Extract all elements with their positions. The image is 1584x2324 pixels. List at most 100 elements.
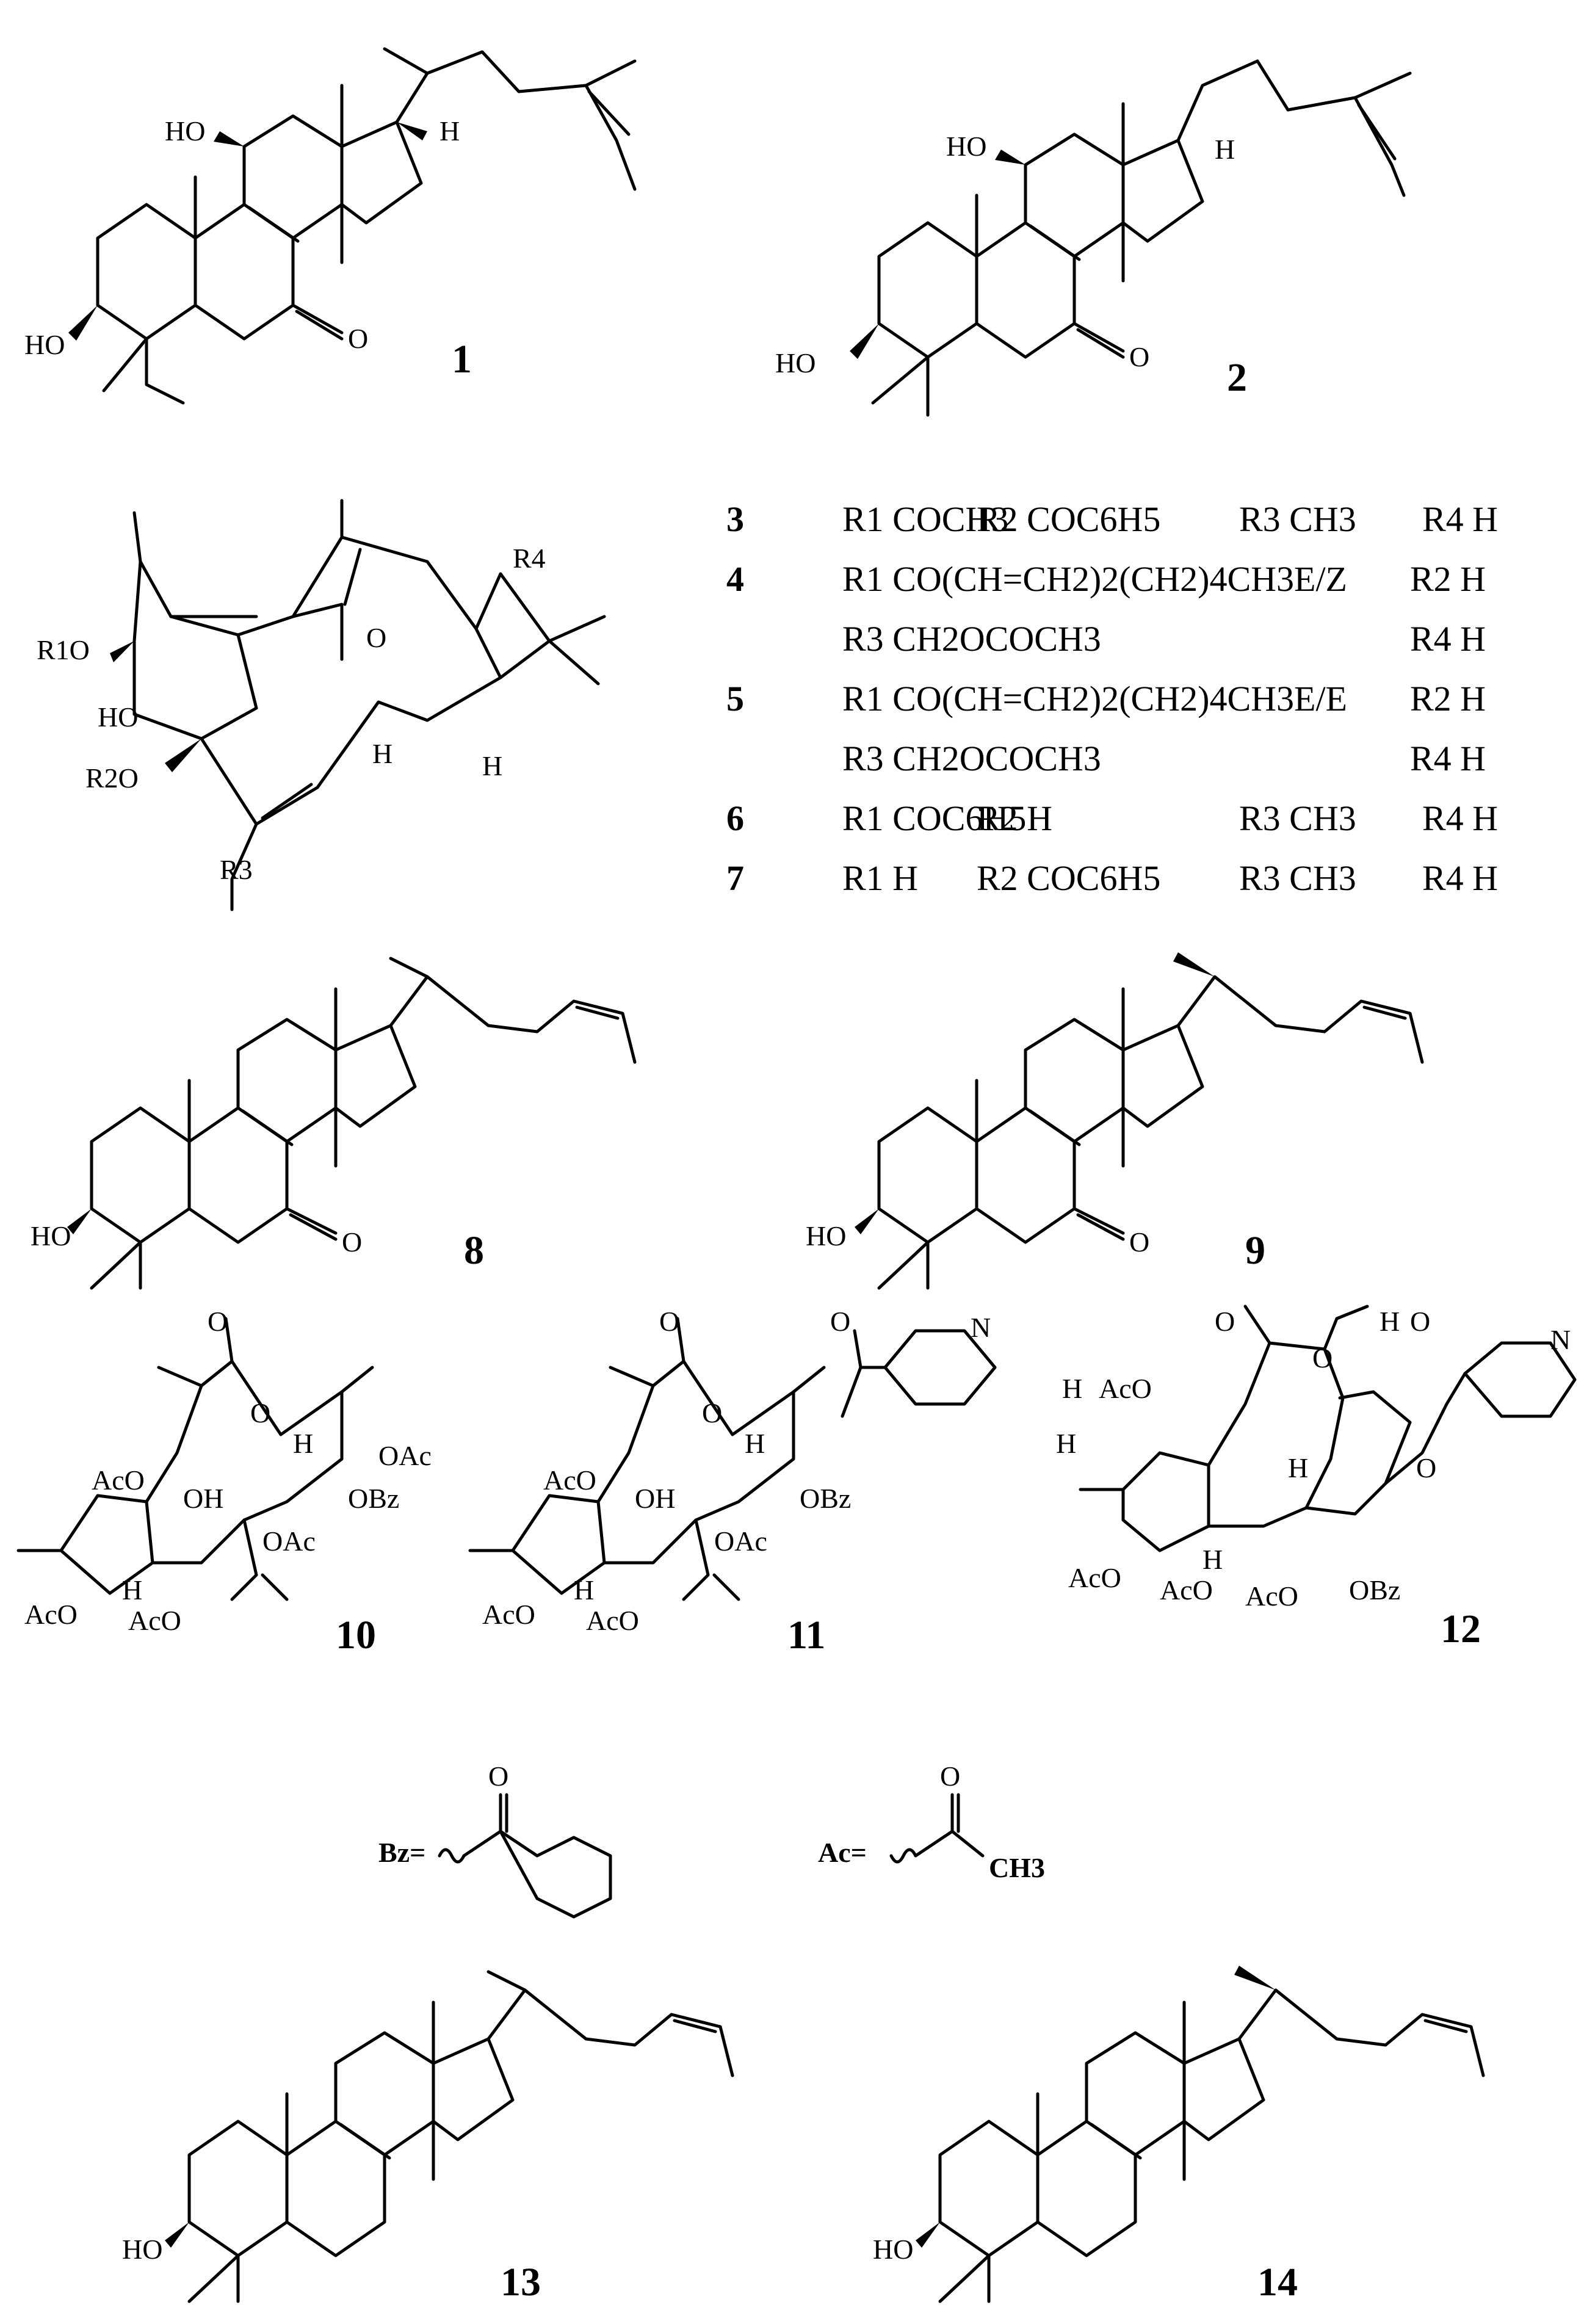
benzoyl-definition: Bz= O [378, 1761, 612, 1919]
bz-label: Bz= [378, 1837, 425, 1868]
compound-13-label: 13 [501, 2260, 541, 2304]
c10-aco-3: AcO [128, 1605, 181, 1636]
c2-ho-11: HO [946, 131, 986, 162]
c14-ho: HO [873, 2234, 913, 2265]
ac-ch3: CH3 [989, 1852, 1045, 1883]
acetyl-definition: Ac= O CH3 [818, 1761, 1045, 1883]
table-cell: R3 CH2OCOCH3 [842, 739, 1101, 778]
c2-ketone-o: O [1129, 341, 1149, 372]
core-h-8: H [372, 738, 392, 769]
c12-obz: OBz [1349, 1574, 1400, 1605]
compound-14-structure: HO 14 [873, 1966, 1485, 2304]
compound-11-label: 11 [787, 1613, 825, 1657]
table-cell: R1 H [842, 858, 918, 898]
c11-aco-1: AcO [543, 1464, 596, 1496]
c10-aco-2: AcO [24, 1599, 78, 1630]
c9-ho: HO [806, 1220, 846, 1251]
compound-10-label: 10 [336, 1613, 376, 1657]
c12-h-2: H [1056, 1428, 1076, 1459]
table-cell: R3 CH3 [1239, 858, 1356, 898]
core-r1o: R1O [37, 634, 90, 665]
table-cell: R2 H [1410, 679, 1486, 719]
table-cell: R2 COC6H5 [977, 858, 1160, 898]
table-cell: R1 CO(CH=CH2)2(CH2)4CH3E/E [842, 679, 1347, 719]
c2-h-17: H [1215, 134, 1235, 165]
compound-12-label: 12 [1441, 1607, 1481, 1651]
compound-9-structure: HO O 9 [806, 952, 1424, 1290]
compound-8-structure: HO O 8 [31, 957, 637, 1290]
c11-aco-3: AcO [586, 1605, 639, 1636]
core-r4: R4 [513, 543, 546, 574]
core-r3: R3 [220, 854, 253, 885]
compound-2-structure: HO HO O H 2 [775, 59, 1412, 417]
table-cell: R2 H [977, 798, 1052, 838]
c13-ho: HO [122, 2234, 162, 2265]
c10-h: H [293, 1428, 313, 1459]
c11-aco-2: AcO [482, 1599, 535, 1630]
c12-h-1: H [1062, 1373, 1082, 1404]
c11-oac: OAc [714, 1526, 767, 1557]
c2-ho-3: HO [775, 347, 816, 378]
compound-13-structure: HO 13 [122, 1970, 734, 2304]
c11-obz: OBz [800, 1483, 851, 1514]
c11-ring-o: O [702, 1397, 722, 1428]
c9-ketone-o: O [1129, 1226, 1149, 1258]
table-cell: R3 CH2OCOCH3 [842, 619, 1101, 659]
diterpene-core-structure: R1O HO R2O R3 R4 O H H [37, 499, 606, 911]
c12-h-5: H [1202, 1544, 1223, 1575]
table-cell: R4 H [1422, 499, 1498, 539]
c10-h-2: H [122, 1574, 142, 1605]
table-cell: R4 H [1410, 739, 1486, 778]
c1-h-17: H [439, 115, 460, 147]
c12-o-ester-link: O [1416, 1452, 1436, 1483]
c12-pyridine-n: N [1550, 1324, 1571, 1355]
c10-obz: OBz [348, 1483, 399, 1514]
table-row-id: 5 [726, 679, 744, 719]
c11-ketone-o: O [659, 1306, 679, 1337]
c10-ketone-o: O [208, 1306, 228, 1337]
table-row-id: 4 [726, 559, 744, 599]
table-cell: R1 CO(CH=CH2)2(CH2)4CH3E/Z [842, 559, 1347, 599]
c1-ho-11: HO [165, 115, 205, 147]
c12-aco-4: AcO [1245, 1580, 1298, 1612]
table-cell: R2 H [1410, 559, 1486, 599]
compound-10-structure: AcO OH O O H OAc OBz OAc AcO AcO H 10 [16, 1306, 432, 1657]
c11-pyridine-n: N [971, 1312, 991, 1343]
compound-14-label: 14 [1257, 2260, 1298, 2304]
table-row-id: 7 [726, 858, 744, 898]
compound-8-label: 8 [464, 1228, 484, 1273]
compound-9-label: 9 [1245, 1228, 1265, 1273]
c10-aco-1: AcO [92, 1464, 145, 1496]
c11-oh: OH [635, 1483, 675, 1514]
table-cell: R1 COCH3 [842, 499, 1008, 539]
compound-12-structure: H AcO H O O H H O N O H AcO AcO AcO OBz … [1056, 1305, 1577, 1651]
table-cell: R4 H [1422, 858, 1498, 898]
table-cell: R3 CH3 [1239, 798, 1356, 838]
bz-carbonyl-o: O [488, 1761, 508, 1792]
c12-ester-o: O [1410, 1306, 1430, 1337]
table-cell: R4 H [1410, 619, 1486, 659]
compound-2-label: 2 [1227, 355, 1247, 400]
c12-h-4: H [1288, 1452, 1308, 1483]
c11-h: H [745, 1428, 765, 1459]
table-cell: R4 H [1422, 798, 1498, 838]
c8-ketone-o: O [342, 1226, 362, 1258]
table-cell: R2 COC6H5 [977, 499, 1160, 539]
c11-h-2: H [574, 1574, 594, 1605]
c12-h-3: H [1380, 1306, 1400, 1337]
c10-oh: OH [183, 1483, 223, 1514]
compound-11-structure: AcO OH O O H O N OBz OAc AcO AcO H 11 [468, 1306, 997, 1657]
core-h-14: H [482, 750, 502, 781]
ac-label: Ac= [818, 1837, 867, 1868]
c12-aco-3: AcO [1160, 1574, 1213, 1605]
c12-epoxide-o: O [1312, 1342, 1333, 1374]
c12-ketone-o: O [1215, 1306, 1235, 1337]
table-cell: R1 COC6H5 [842, 798, 1026, 838]
c1-ho-3: HO [24, 329, 65, 360]
c10-ring-o: O [250, 1397, 270, 1428]
ac-carbonyl-o: O [940, 1761, 960, 1792]
table-row-id: 6 [726, 798, 744, 838]
c10-oac-2: OAc [262, 1526, 316, 1557]
